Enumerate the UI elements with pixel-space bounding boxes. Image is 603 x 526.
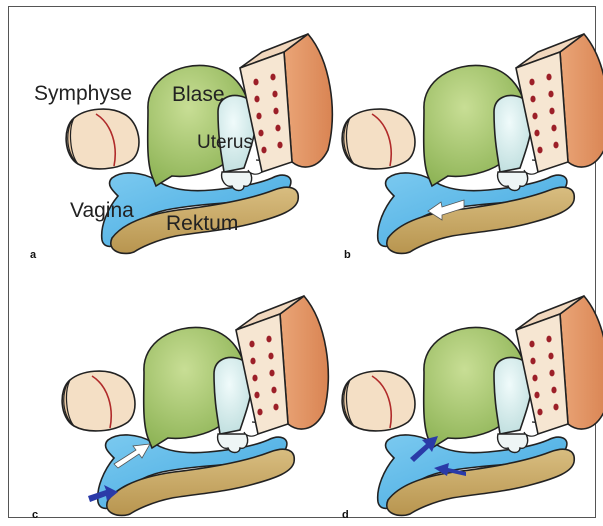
panel-letter-b: b xyxy=(344,249,351,261)
panel-letter-d: d xyxy=(342,509,349,521)
panel-letter-a: a xyxy=(30,249,37,261)
panel-letter-c: c xyxy=(32,509,38,521)
sacrum-shape xyxy=(240,34,332,172)
label-symphyse: Symphyse xyxy=(34,82,132,105)
label-vagina: Vagina xyxy=(70,199,134,222)
label-blase: Blase xyxy=(172,83,225,106)
panel-d: d xyxy=(342,296,603,521)
symphysis-shape xyxy=(342,109,415,169)
symphysis-shape xyxy=(62,371,135,431)
sacrum-shape xyxy=(516,34,603,172)
panel-c: c xyxy=(32,296,328,521)
symphysis-shape xyxy=(66,109,139,169)
sacrum-shape xyxy=(516,296,603,434)
panel-b: b xyxy=(342,34,603,261)
sacrum-shape xyxy=(236,296,328,434)
panel-a: Symphyse Blase Uterus Vagina Rektum a xyxy=(30,34,332,261)
label-uterus: Uterus xyxy=(197,132,253,153)
label-rektum: Rektum xyxy=(166,212,238,235)
symphysis-shape xyxy=(342,371,415,431)
